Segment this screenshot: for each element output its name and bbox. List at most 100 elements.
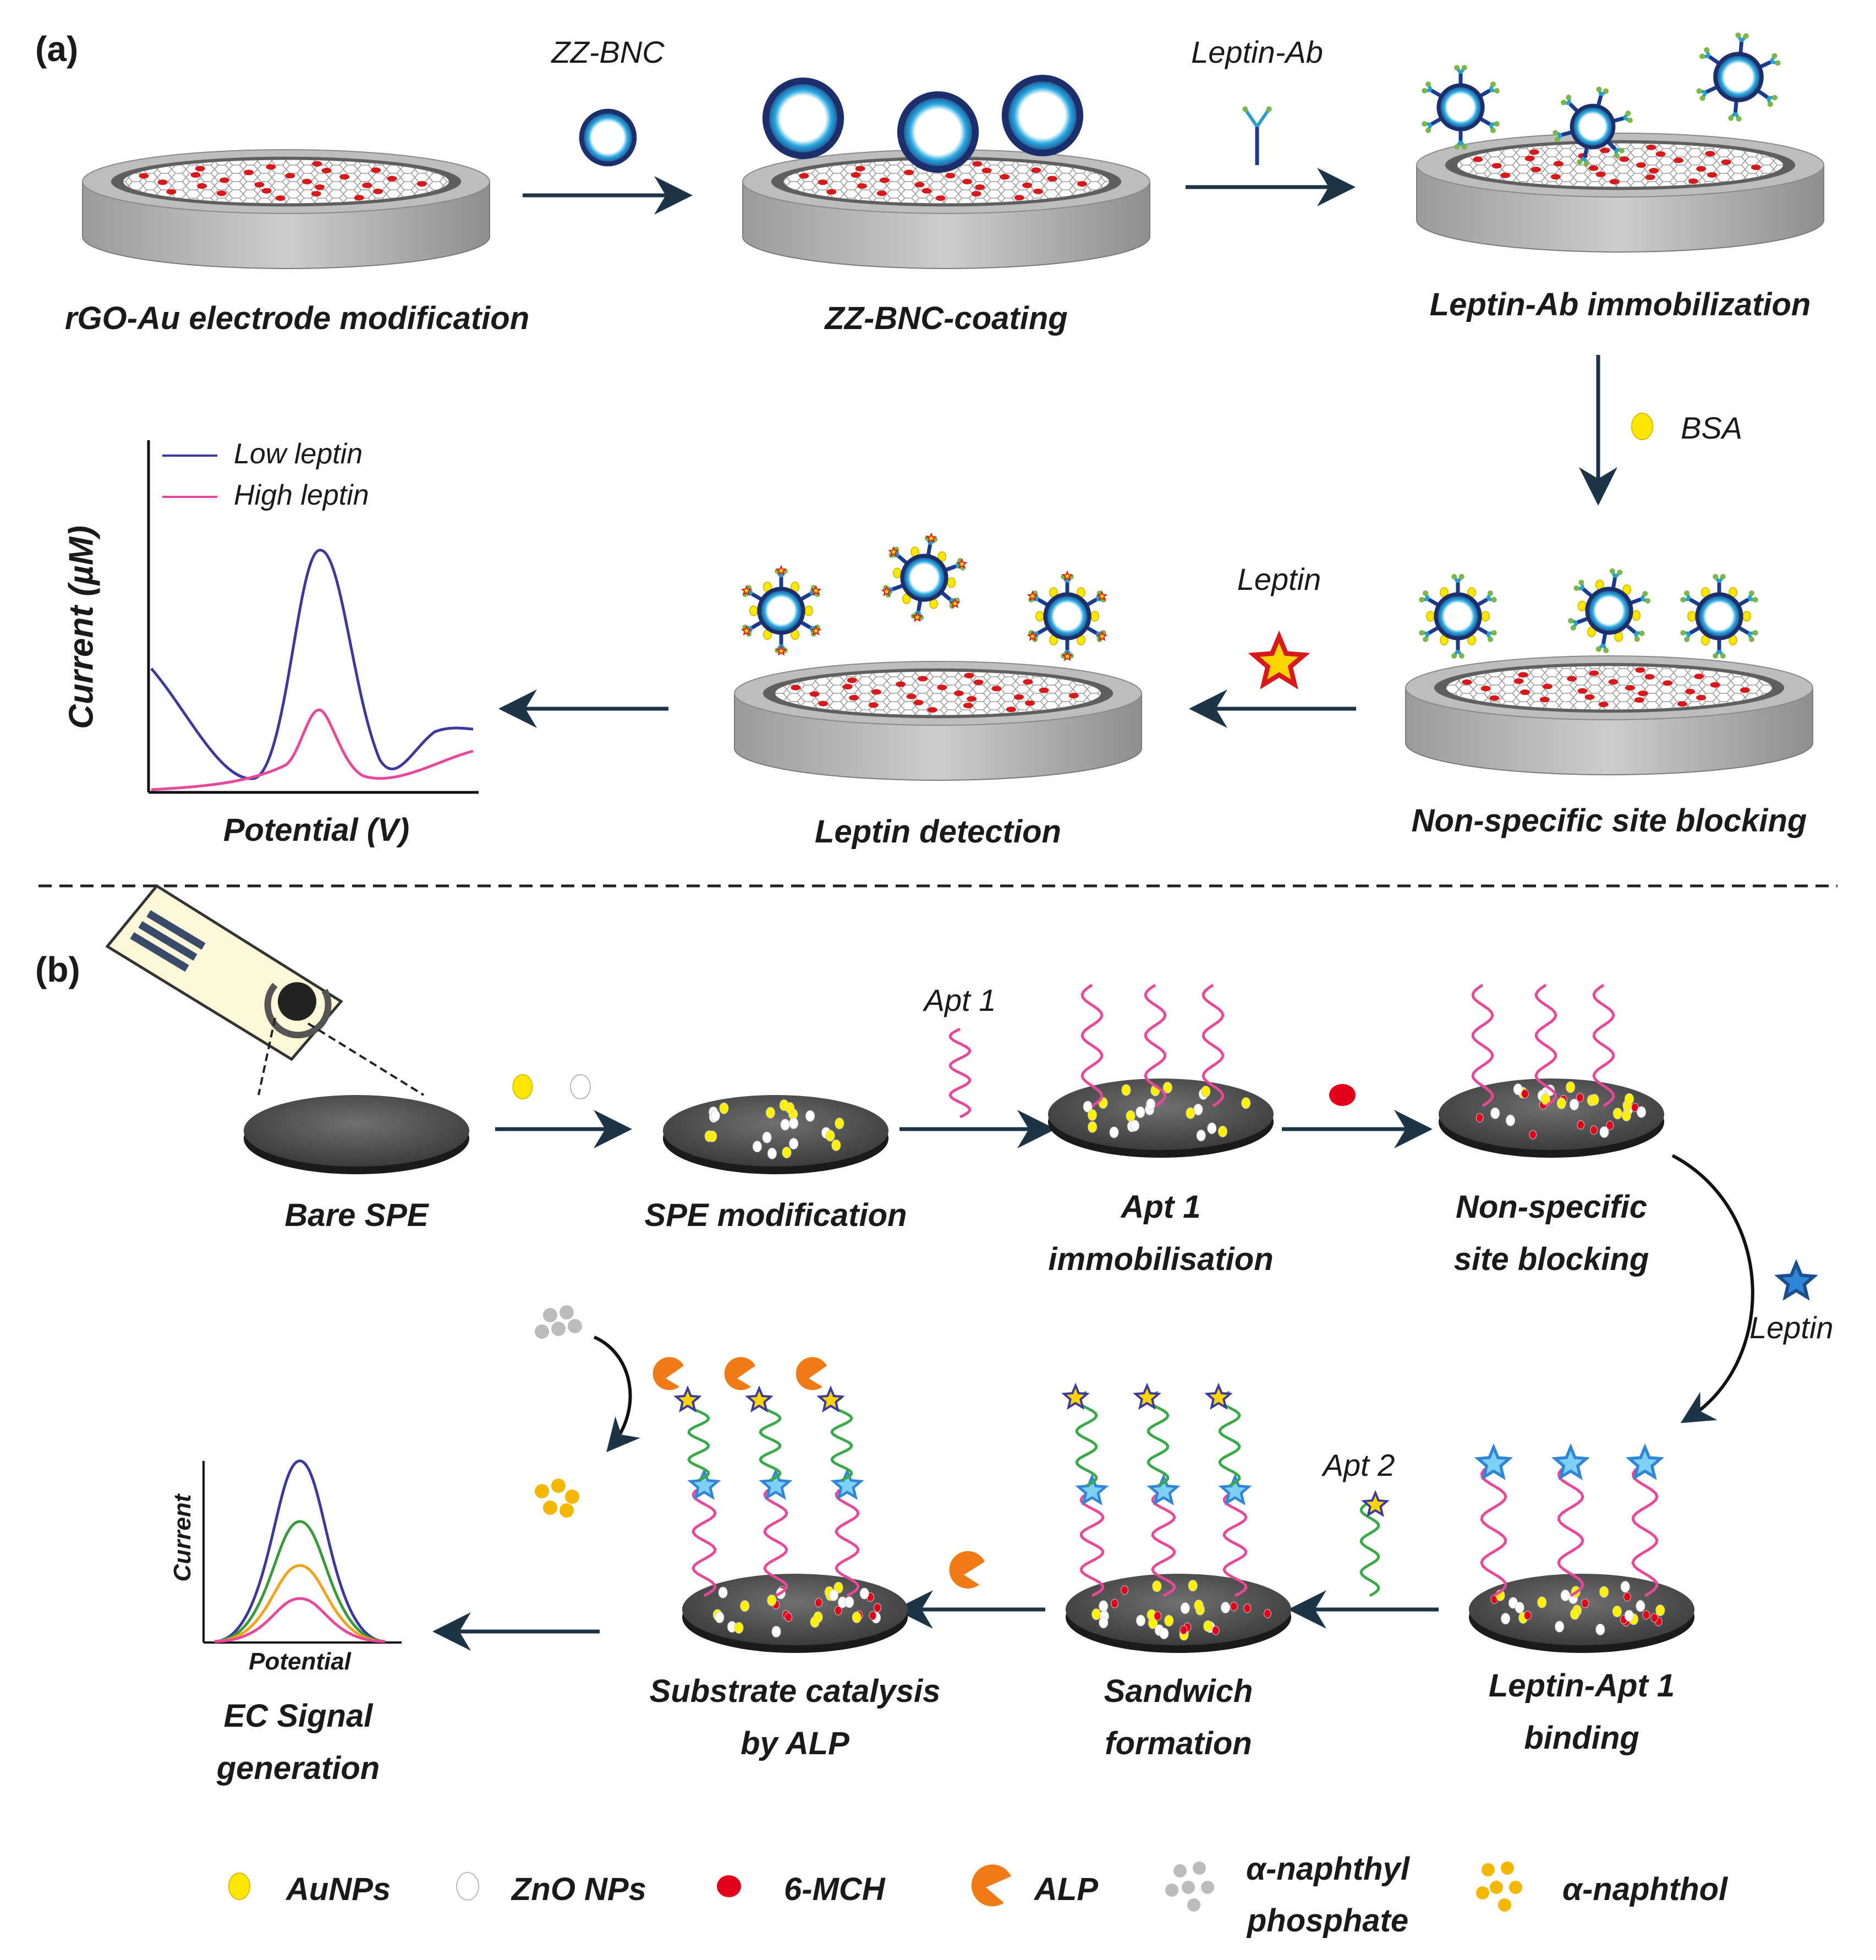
au-particle: [216, 190, 227, 196]
blk-ring-1-ab-stem: [1475, 625, 1489, 636]
au-particle: [1688, 178, 1698, 184]
leptin-star-icon: [949, 598, 961, 609]
mch-dot: [785, 1612, 793, 1622]
aunp-dot: [719, 1102, 729, 1114]
ab-ring-3-ab-tip2: [1767, 101, 1773, 107]
au-particle: [1649, 168, 1659, 174]
legend-naphthol-dot: [1509, 1881, 1522, 1894]
au-particle: [1655, 151, 1666, 157]
blk-ring-1-ab-tip2: [1419, 630, 1425, 636]
zno-dot: [1570, 1098, 1579, 1110]
det-ring-2-ab-stem: [916, 599, 923, 612]
bsa-dot: [1480, 611, 1490, 622]
leptin-star-icon: [912, 611, 923, 622]
mch-dot: [815, 1598, 823, 1608]
au-particle: [1663, 680, 1673, 686]
au-particle: [1588, 165, 1599, 171]
step-block-l1: Non-specific: [1455, 1189, 1648, 1225]
blk-ring-1-ab: [1451, 638, 1464, 659]
ab-ring-1-ab-tip1: [1490, 81, 1496, 87]
bind-strand-0: [1480, 1462, 1507, 1597]
apt2-reagent-strand: [1359, 1501, 1380, 1597]
au-particle: [285, 173, 295, 179]
blk-ring-3-ab-tip2: [1748, 636, 1754, 642]
zno-dot: [780, 1119, 790, 1131]
ab-ring-3-ab: [1758, 53, 1781, 69]
det-ring-1-ab-stem: [750, 620, 764, 630]
ab-ring-2-ab: [1596, 86, 1609, 107]
leptin-ab-reagent-icon: [1242, 106, 1272, 165]
blk-ring-2-ab: [1568, 616, 1589, 631]
bsa-reagent-icon: [1631, 413, 1654, 440]
det-ring-2-ab-stem: [897, 554, 909, 565]
ab-ring-2-ab-tip2: [1577, 159, 1583, 165]
aunp-dot: [1203, 1620, 1213, 1632]
au-particle: [416, 181, 427, 187]
sand-tag-star-icon: [1133, 1382, 1161, 1410]
ab-ring-1-ab-tip1: [1422, 87, 1428, 94]
zno-dot: [1490, 1107, 1500, 1119]
legend-naphthol-dot: [1490, 1881, 1503, 1894]
sand-apt1-2: [1222, 1490, 1248, 1597]
ab-ring-2-ab-tip2: [1627, 117, 1633, 123]
au-particle: [963, 703, 973, 709]
reagent-leptin-b-label: Leptin: [1749, 1310, 1834, 1345]
plot-a-legend-low: Low leptin: [234, 438, 363, 470]
au-particle: [1634, 697, 1644, 703]
spe-counter-electrode: [264, 983, 332, 1038]
blk-ring-3-ab-tip2: [1684, 590, 1690, 596]
au-particle: [975, 184, 985, 190]
apt2-tag-star-icon: [1361, 1490, 1390, 1517]
ab-ring-3-ab-stem: [1738, 41, 1744, 54]
naphthyl-phosphate-dot: [551, 1322, 566, 1336]
zno-dot: [771, 1625, 781, 1638]
ab-ring-3-ab-stem: [1733, 100, 1738, 113]
step-binding-l1: Leptin-Apt 1: [1488, 1668, 1675, 1704]
blk-ring-3-ab-stem: [1737, 597, 1750, 607]
au-particle: [847, 677, 857, 683]
au-particle: [1721, 159, 1731, 165]
det-ring-2-ab-stem: [926, 544, 932, 557]
au-particle: [842, 683, 853, 689]
leptin-ab-reagent-icon-tip1: [1242, 106, 1248, 112]
aunp-dot: [1152, 1580, 1162, 1592]
ab-ring-3-ab-tip1: [1699, 53, 1705, 59]
au-particle: [1022, 182, 1033, 188]
mch-dot: [1211, 1625, 1220, 1635]
det-ring-3-ab-stem: [1085, 597, 1098, 607]
blk-ring-3-ab-tip1: [1713, 574, 1719, 580]
ab-ring-1-ab: [1454, 65, 1467, 85]
aunp-dot: [1612, 1606, 1622, 1618]
bsa-dot: [1577, 600, 1587, 612]
blk-ring-1-ab-tip1: [1458, 653, 1464, 659]
ab-ring-3-ab: [1728, 100, 1742, 122]
au-particle: [1696, 694, 1707, 700]
blk-ring-3-ab-tip2: [1680, 630, 1686, 636]
bsa-dot: [947, 577, 956, 588]
au-particle: [1608, 679, 1619, 685]
au-particle: [195, 166, 205, 172]
blk-ring-3-ab: [1680, 590, 1702, 607]
zno-dot: [1595, 1623, 1605, 1635]
ab-ring-2-ab-tip1: [1583, 161, 1589, 167]
au-particle: [945, 173, 956, 179]
sand-apt2-1: [1147, 1390, 1170, 1487]
bsa-dot: [937, 551, 947, 562]
au-particle: [1710, 682, 1720, 688]
blk-ring-1-ab-tip1: [1491, 630, 1497, 636]
au-particle: [1645, 174, 1655, 180]
au-particle: [904, 169, 914, 176]
reagent-leptin-label: Leptin: [1237, 562, 1321, 596]
aunp-dot: [782, 1146, 792, 1158]
electrode-blocked-graphene: [1446, 666, 1772, 710]
au-particle: [973, 679, 984, 685]
leptin-star-icon: [1061, 650, 1073, 661]
au-particle: [275, 195, 286, 201]
ab-ring-3-ab-tip2: [1728, 115, 1734, 121]
leptin-star-icon: [810, 625, 822, 636]
legend-alp-icon: [971, 1864, 1011, 1907]
cat-apt1-2: [835, 1484, 860, 1597]
au-particle: [967, 696, 977, 702]
ab-ring-3-ab-tip1: [1735, 32, 1741, 39]
